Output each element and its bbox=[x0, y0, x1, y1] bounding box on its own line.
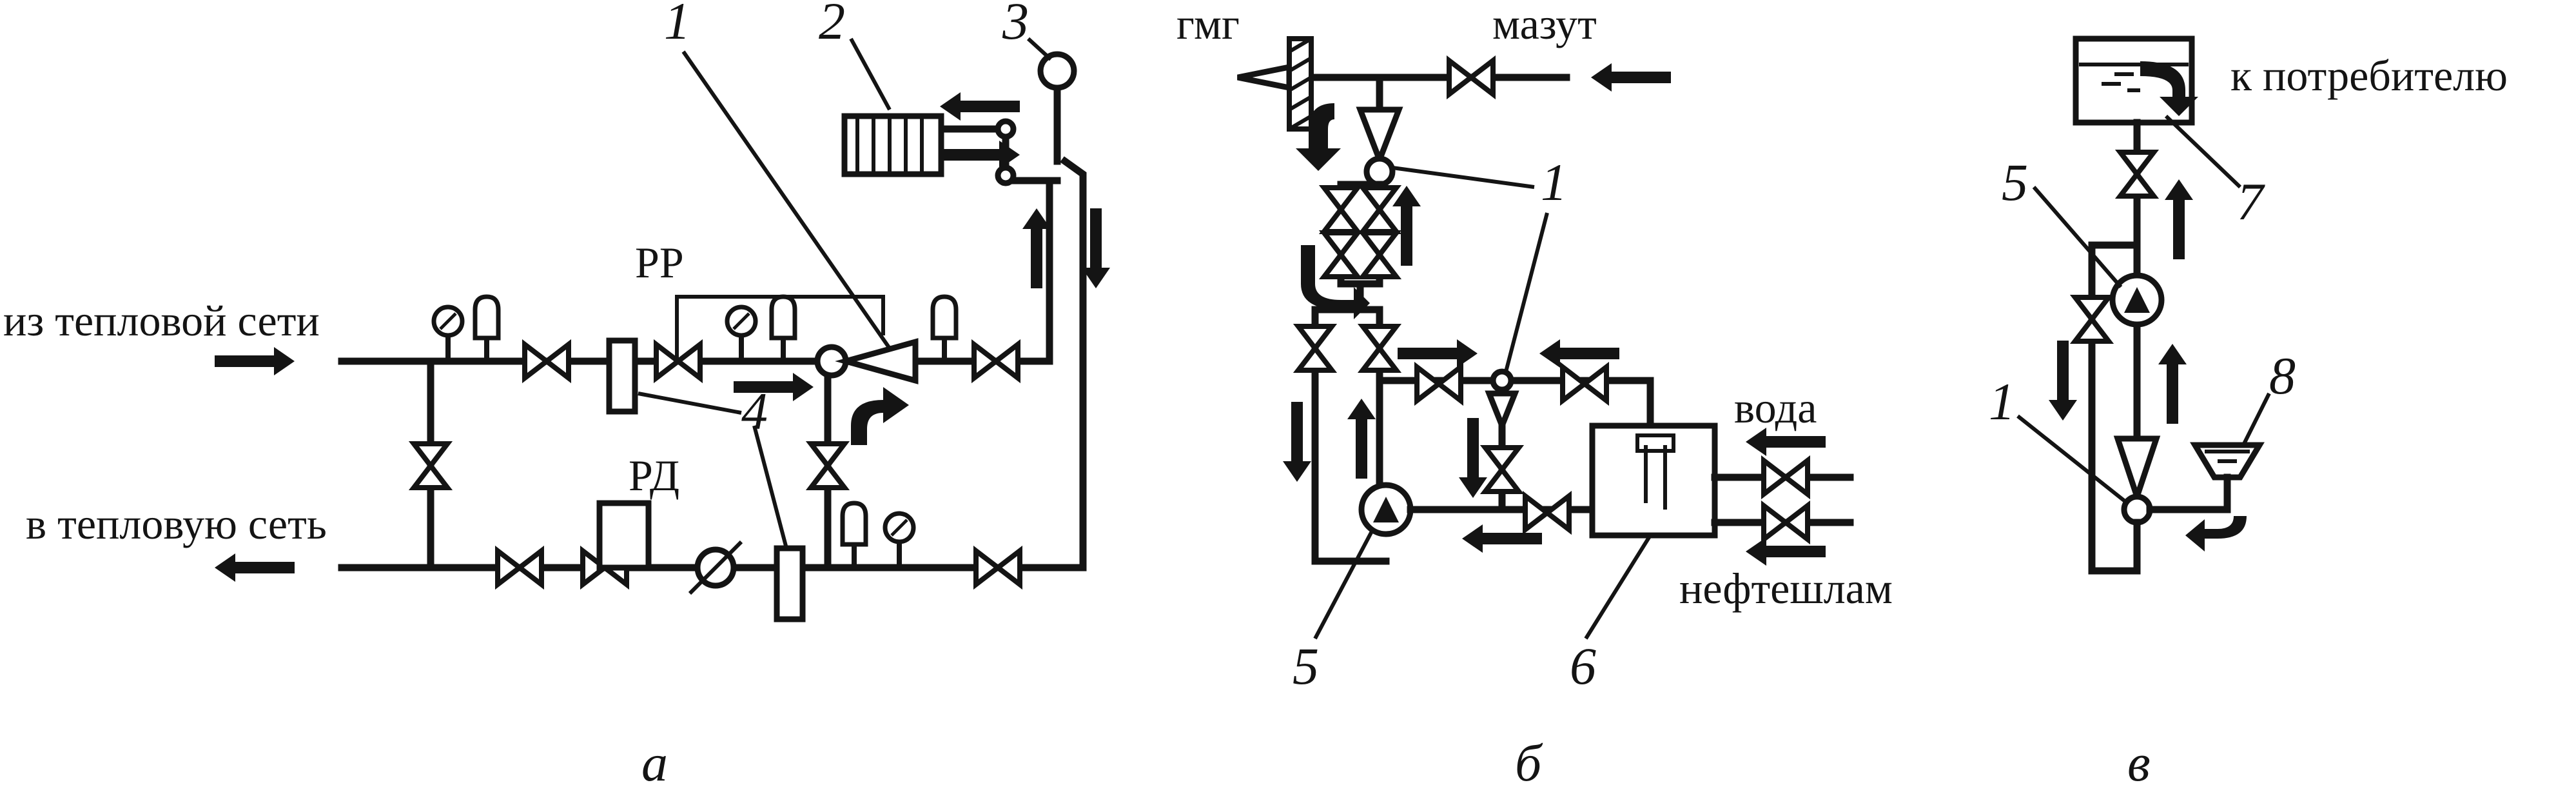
ref-5c-label: 5 bbox=[2002, 153, 2028, 212]
water-label: вода bbox=[1734, 383, 1817, 432]
panel-a: из тепловой сети в тепловую сеть РР РД 1… bbox=[3, 0, 1110, 785]
ref-1b-label: 1 bbox=[1541, 153, 1567, 212]
fuel-label: мазут bbox=[1492, 0, 1597, 48]
ref-2-label: 2 bbox=[819, 0, 845, 50]
panel-a-caption: а bbox=[641, 733, 668, 785]
panel-b: гмг мазут вода нефтешлам 1 5 6 б bbox=[1176, 0, 1893, 785]
outlet-label: в тепловую сеть bbox=[26, 499, 327, 548]
regulator-diff-label: РД bbox=[629, 451, 679, 500]
ref-5b-label: 5 bbox=[1293, 637, 1319, 695]
ref-3-label: 3 bbox=[1002, 0, 1029, 50]
ref-6-label: 6 bbox=[1570, 637, 1596, 695]
ref-1c-label: 1 bbox=[1989, 372, 2015, 431]
regulator-pressure-label: РР bbox=[635, 238, 684, 287]
panel-c: к потребителю 5 7 1 8 в bbox=[1989, 35, 2508, 785]
panel-c-caption: в bbox=[2127, 733, 2151, 785]
sludge-label: нефтешлам bbox=[1679, 564, 1893, 613]
burner-label: гмг bbox=[1176, 0, 1240, 48]
ref-4-label: 4 bbox=[741, 382, 768, 441]
ref-1-label: 1 bbox=[664, 0, 690, 50]
ref-7-label: 7 bbox=[2237, 172, 2265, 231]
ref-8-label: 8 bbox=[2269, 346, 2296, 405]
consumer-label: к потребителю bbox=[2230, 51, 2508, 100]
panel-b-caption: б bbox=[1515, 733, 1543, 785]
inlet-label: из тепловой сети bbox=[3, 296, 320, 345]
